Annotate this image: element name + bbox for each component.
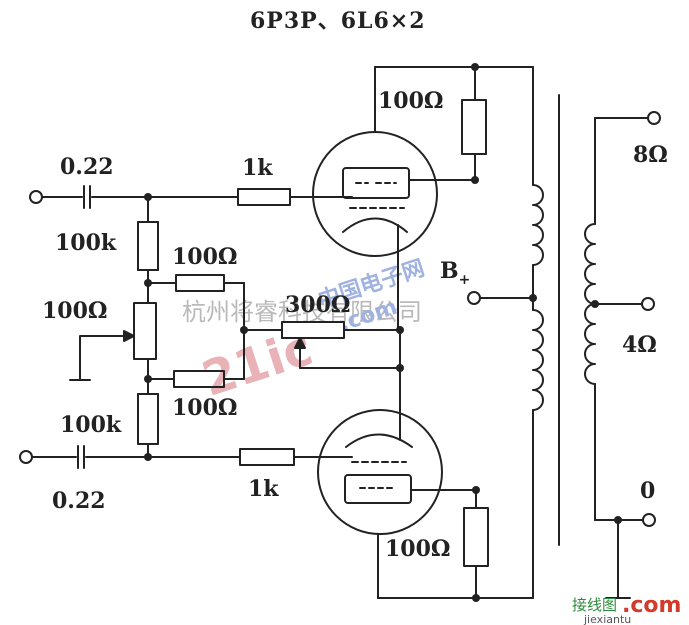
label-b-plus: B+ — [440, 258, 470, 288]
input-bottom — [19, 445, 353, 469]
label-pot-100: 100Ω — [42, 298, 108, 324]
label-out-4: 4Ω — [622, 332, 657, 358]
label-1k-top: 1k — [242, 155, 273, 181]
resistor-100k-top — [137, 221, 159, 271]
junctions — [144, 63, 622, 602]
label-100-upper: 100Ω — [172, 244, 238, 270]
resistor-screen-bottom — [463, 507, 489, 567]
label-100-lower: 100Ω — [172, 395, 238, 421]
labels: 6P3P、6L6×2 0.22 0.22 100k 100k 100Ω 100Ω… — [42, 8, 668, 562]
primary-coil-top — [532, 184, 544, 266]
output-terminal-4 — [641, 297, 655, 311]
label-screen-top: 100Ω — [378, 88, 444, 114]
output-terminal-8 — [647, 111, 661, 125]
resistor-100-upper — [175, 274, 225, 292]
secondary-coil-bottom — [584, 303, 596, 385]
resistor-100k-bottom — [137, 393, 159, 445]
label-300: 300Ω — [285, 292, 351, 318]
tube-top — [312, 66, 534, 331]
resistor-1k-bottom — [239, 448, 295, 466]
logo-sub: jiexiantu — [583, 613, 631, 625]
potentiometer-100 — [133, 302, 157, 360]
label-cap-top: 0.22 — [60, 154, 114, 180]
label-1k-bottom: 1k — [248, 476, 279, 502]
resistor-screen-top — [461, 99, 487, 155]
primary-coil-bottom — [532, 309, 544, 411]
site-logo: 接线图 .com jiexiantu — [572, 593, 681, 625]
logo-cn: 接线图 — [572, 596, 617, 614]
b-plus-terminal — [467, 291, 481, 305]
resistor-1k-top — [237, 188, 291, 206]
logo-com: .com — [622, 593, 681, 618]
input-top — [29, 185, 353, 209]
secondary-coil-top — [584, 223, 596, 305]
tube-bottom — [317, 367, 534, 599]
tube-top-envelope — [312, 131, 438, 257]
output-transformer — [467, 66, 661, 599]
output-terminal-0 — [642, 513, 656, 527]
label-cap-bottom: 0.22 — [52, 488, 106, 514]
label-100k-top: 100k — [55, 230, 117, 256]
label-100k-bottom: 100k — [60, 412, 122, 438]
diagram-title: 6P3P、6L6×2 — [250, 8, 426, 34]
input-terminal-bottom — [19, 450, 33, 464]
label-out-8: 8Ω — [633, 142, 668, 168]
label-screen-bottom: 100Ω — [385, 536, 451, 562]
bias-network — [69, 196, 401, 458]
input-terminal-top — [29, 190, 43, 204]
watermark: 杭州将睿科技有限公司 21ic 中国电子网 .com — [182, 256, 428, 408]
label-out-0: 0 — [640, 478, 655, 504]
tube-bottom-envelope — [317, 409, 443, 535]
